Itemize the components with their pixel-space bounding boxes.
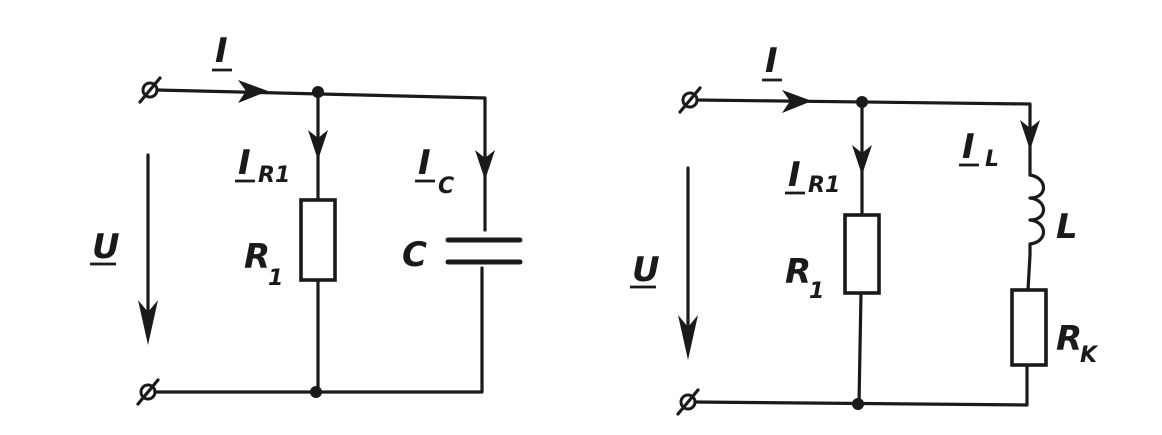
left-resistor-r1: [299, 198, 337, 282]
svg-text:I: I: [765, 41, 778, 81]
left-top-node: [312, 86, 324, 98]
left-label-ir1: I R1: [235, 143, 290, 188]
svg-text:1: 1: [268, 266, 283, 291]
right-circuit: I I R1 I L U R 1 L R K: [630, 41, 1099, 416]
svg-text:I: I: [962, 127, 975, 167]
svg-text:I: I: [238, 143, 251, 183]
svg-text:U: U: [92, 227, 120, 267]
right-current-arrow-i: [782, 90, 812, 113]
svg-text:R: R: [244, 237, 270, 277]
right-r1-lower-wire: [857, 291, 863, 406]
right-current-arrow-ir1: [852, 145, 872, 175]
svg-text:I: I: [788, 155, 801, 195]
right-bottom-terminal: [676, 388, 700, 416]
left-label-c: C: [402, 235, 427, 275]
right-label-rk: R K: [1056, 319, 1099, 368]
svg-text:R1: R1: [808, 173, 840, 198]
svg-text:K: K: [1080, 343, 1099, 368]
right-label-u: U: [630, 250, 660, 290]
right-voltage-arrow: [678, 166, 698, 360]
svg-text:R1: R1: [258, 163, 290, 188]
left-capacitor-c: [445, 237, 523, 265]
right-label-l: L: [1056, 207, 1078, 247]
left-circuit: I I R1 I C U R 1 C: [90, 31, 523, 406]
right-label-r1: R 1: [785, 252, 824, 304]
left-label-r1: R 1: [244, 237, 283, 291]
left-current-arrow-i: [238, 80, 268, 103]
left-bottom-node: [310, 386, 322, 398]
svg-text:I: I: [418, 143, 431, 183]
svg-text:R: R: [1056, 319, 1082, 359]
svg-text:1: 1: [809, 279, 824, 304]
left-current-arrow-ic: [475, 150, 495, 180]
svg-text:I: I: [215, 31, 228, 71]
right-current-arrow-il: [1020, 120, 1040, 150]
svg-text:U: U: [632, 250, 660, 290]
right-label-i: I: [762, 41, 782, 82]
svg-text:C: C: [438, 174, 454, 199]
right-top-terminal: [678, 86, 702, 114]
left-voltage-arrow: [138, 153, 158, 345]
left-label-ic: I C: [415, 143, 454, 199]
left-label-i: I: [212, 31, 232, 72]
svg-text:R: R: [785, 252, 811, 292]
right-label-ir1: I R1: [785, 155, 840, 198]
right-top-node: [856, 96, 868, 108]
left-top-wire: [155, 88, 487, 232]
right-bottom-wire: [693, 363, 1029, 407]
left-bottom-wire: [153, 266, 484, 394]
right-bottom-node: [852, 398, 864, 410]
svg-text:L: L: [985, 147, 999, 172]
right-resistor-r1: [843, 213, 881, 295]
right-label-il: I L: [959, 127, 999, 172]
right-resistor-rk: [1010, 288, 1048, 367]
left-current-arrow-ir1: [308, 130, 328, 160]
right-inductor-l: [1028, 173, 1046, 257]
right-inductor-resistor-wire: [1026, 253, 1032, 292]
left-label-u: U: [90, 227, 120, 267]
